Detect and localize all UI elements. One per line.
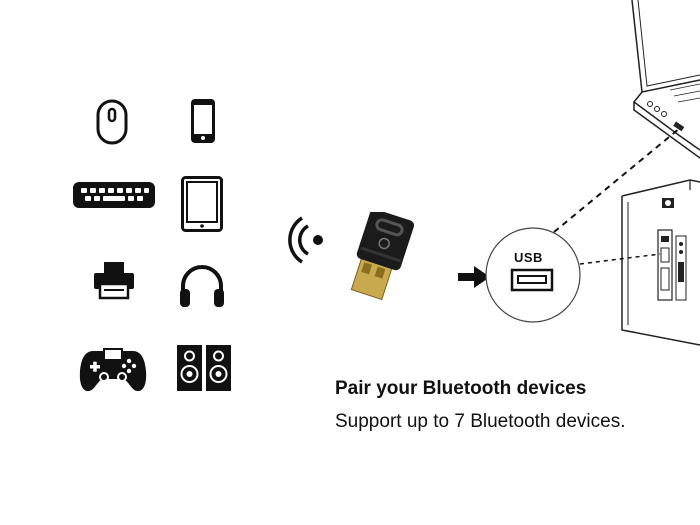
headline: Pair your Bluetooth devices	[335, 378, 587, 399]
subline: Support up to 7 Bluetooth devices.	[335, 411, 626, 432]
keyboard-icon	[73, 180, 155, 210]
usb-port-label: USB	[514, 250, 543, 265]
printer-icon	[92, 262, 136, 300]
tablet-icon	[181, 176, 223, 232]
usb-port-magnifier	[484, 226, 582, 324]
arrow-right-icon	[458, 266, 490, 288]
laptop-and-desktop-illustration	[520, 0, 700, 350]
mouse-icon	[95, 98, 129, 146]
smartphone-icon	[190, 98, 216, 144]
gamepad-icon	[79, 345, 147, 393]
headphones-icon	[178, 262, 226, 308]
speakers-icon	[176, 342, 232, 392]
bluetooth-usb-adapter	[345, 212, 435, 304]
wireless-signal-icon	[288, 216, 326, 264]
